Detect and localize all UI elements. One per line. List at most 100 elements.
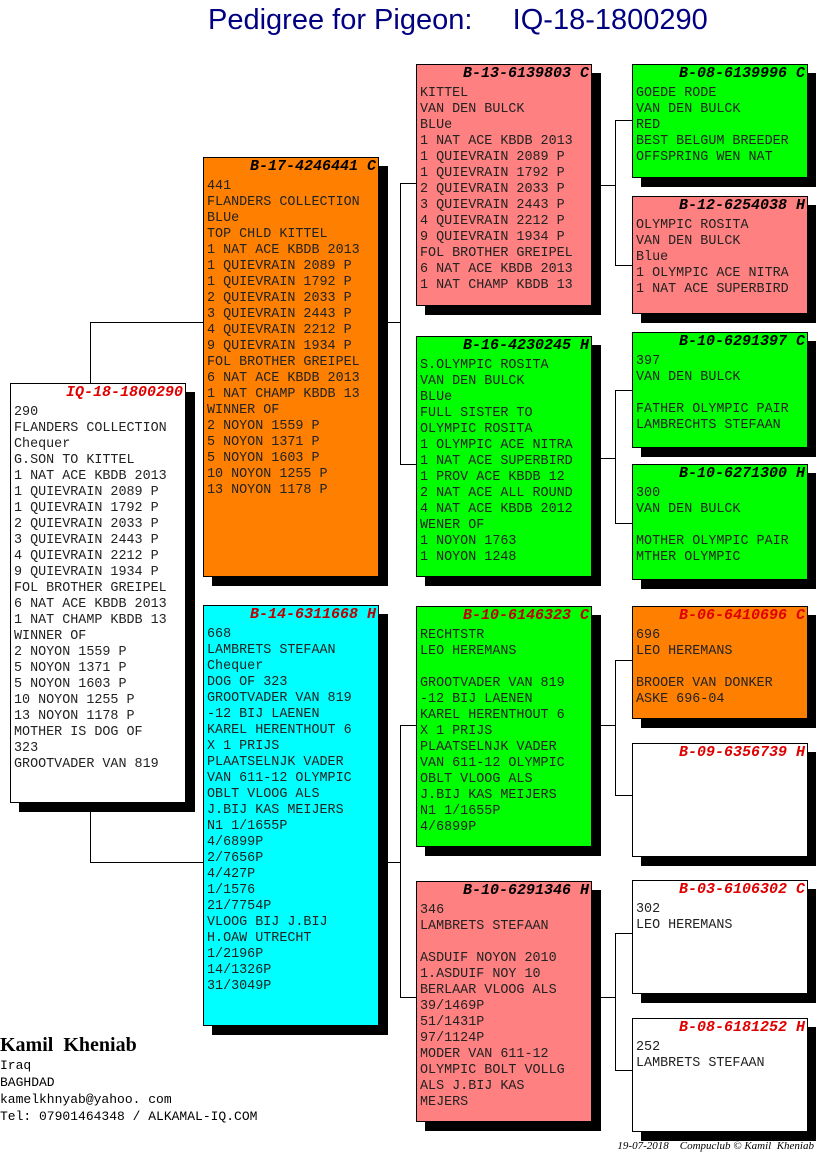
detail-line: 3 QUIEVRAIN 2443 P bbox=[14, 533, 159, 548]
detail-line: TOP CHLD KITTEL bbox=[207, 227, 328, 242]
detail-line: 1 QUIEVRAIN 1792 P bbox=[14, 501, 159, 516]
detail-line: GROOTVADER VAN 819 bbox=[207, 691, 352, 706]
detail-line: FATHER OLYMPIC PAIR bbox=[636, 402, 789, 417]
detail-line: ALS J.BIJ KAS bbox=[420, 1079, 525, 1094]
detail-line: FLANDERS COLLECTION bbox=[14, 421, 167, 436]
detail-line: Blue bbox=[636, 250, 669, 265]
detail-line: PLAATSELNJK VADER bbox=[420, 740, 557, 755]
connector-line bbox=[615, 390, 632, 391]
detail-line: VAN 611-12 OLYMPIC bbox=[420, 756, 565, 771]
detail-line: 39/1469P bbox=[420, 999, 485, 1014]
detail-line: MTHER OLYMPIC bbox=[636, 550, 741, 565]
detail-line: VAN DEN BULCK bbox=[636, 102, 741, 117]
detail-line: VAN DEN BULCK bbox=[636, 370, 741, 385]
ring-number: B-12-6254038 H bbox=[678, 197, 805, 214]
detail-line: 346 bbox=[420, 903, 445, 918]
detail-line: ASDUIF NOYON 2010 bbox=[420, 951, 557, 966]
detail-line: 1/1576 bbox=[207, 883, 256, 898]
ring-number: B-17-4246441 C bbox=[249, 158, 376, 175]
detail-line: H.OAW UTRECHT bbox=[207, 931, 312, 946]
detail-line: VAN 611-12 OLYMPIC bbox=[207, 771, 352, 786]
detail-line: 397 bbox=[636, 354, 661, 369]
detail-line: 302 bbox=[636, 902, 661, 917]
detail-line: KAREL HERENTHOUT 6 bbox=[207, 723, 352, 738]
detail-line: LAMBRETS STEFAAN bbox=[420, 919, 549, 934]
detail-line: 4 NAT ACE KBDB 2012 bbox=[420, 502, 573, 517]
detail-line: 6 NAT ACE KBDB 2013 bbox=[14, 597, 167, 612]
detail-line: 9 QUIEVRAIN 1934 P bbox=[207, 339, 352, 354]
detail-line: 300 bbox=[636, 486, 661, 501]
pigeon-card-ggp-6[interactable]: B-09-6356739 H bbox=[632, 743, 808, 857]
detail-line: OLYMPIC ROSITA bbox=[420, 422, 533, 437]
detail-line: 21/7754P bbox=[207, 899, 272, 914]
owner-country: Iraq bbox=[0, 1058, 32, 1073]
ring-number: B-08-6181252 H bbox=[678, 1019, 805, 1036]
detail-line: S.OLYMPIC ROSITA bbox=[420, 358, 549, 373]
detail-line: OLYMPIC ROSITA bbox=[636, 218, 749, 233]
detail-line: BROOER VAN DONKER bbox=[636, 676, 773, 691]
detail-line: 1 NOYON 1248 bbox=[420, 550, 517, 565]
ring-number: B-03-6106302 C bbox=[678, 881, 805, 898]
detail-line: BLUe bbox=[420, 390, 453, 405]
connector-line bbox=[615, 390, 616, 523]
detail-line: OFFSPRING WEN NAT bbox=[636, 150, 773, 165]
connector-line bbox=[615, 265, 632, 266]
ring-number: B-14-6311668 H bbox=[249, 606, 376, 623]
detail-line: LEO HEREMANS bbox=[636, 918, 733, 933]
detail-line: MEJERS bbox=[420, 1095, 469, 1110]
detail-line: 5 NOYON 1371 P bbox=[207, 435, 320, 450]
page-title: Pedigree for Pigeon: IQ-18-1800290 bbox=[208, 4, 708, 36]
detail-line: 10 NOYON 1255 P bbox=[207, 467, 328, 482]
owner-info: Kamil Kheniab Iraq BAGHDAD kamelkhnyab@y… bbox=[0, 1034, 257, 1125]
ring-number: IQ-18-1800290 bbox=[65, 384, 183, 401]
detail-line: X 1 PRIJS bbox=[420, 724, 493, 739]
detail-line: OBLT VLOOG ALS bbox=[207, 787, 320, 802]
connector-line bbox=[615, 120, 632, 121]
owner-name: Kamil Kheniab bbox=[0, 1034, 137, 1056]
detail-line: DOG OF 323 bbox=[207, 675, 288, 690]
detail-line: LEO HEREMANS bbox=[420, 644, 517, 659]
ring-number: B-08-6139996 C bbox=[678, 65, 805, 82]
connector-line bbox=[615, 523, 632, 524]
detail-line: 9 QUIEVRAIN 1934 P bbox=[420, 230, 565, 245]
detail-line: VAN DEN BULCK bbox=[420, 374, 525, 389]
detail-line: 1 NAT ACE KBDB 2013 bbox=[207, 243, 360, 258]
detail-line: 323 bbox=[14, 741, 39, 756]
detail-line: 1 NAT ACE SUPERBIRD bbox=[420, 454, 573, 469]
detail-line: WENER OF bbox=[420, 518, 485, 533]
detail-line: G.SON TO KITTEL bbox=[14, 453, 135, 468]
detail-line: Chequer bbox=[14, 437, 71, 452]
detail-line: KAREL HERENTHOUT 6 bbox=[420, 708, 565, 723]
detail-line: 4 QUIEVRAIN 2212 P bbox=[207, 323, 352, 338]
detail-line: 4 QUIEVRAIN 2212 P bbox=[14, 549, 159, 564]
detail-line: 13 NOYON 1178 P bbox=[14, 709, 135, 724]
detail-line: -12 BIJ LAENEN bbox=[420, 692, 533, 707]
connector-line bbox=[615, 933, 616, 1070]
connector-line bbox=[90, 322, 203, 323]
detail-line: 1 QUIEVRAIN 2089 P bbox=[14, 485, 159, 500]
detail-line: 1 PROV ACE KBDB 12 bbox=[420, 470, 565, 485]
connector-line bbox=[615, 933, 632, 934]
footer-credit: 19-07-2018 Compuclub © Kamil Kheniab bbox=[617, 1140, 814, 1152]
detail-line: LAMBRETS STEFAAN bbox=[636, 1056, 765, 1071]
detail-line: 696 bbox=[636, 628, 661, 643]
